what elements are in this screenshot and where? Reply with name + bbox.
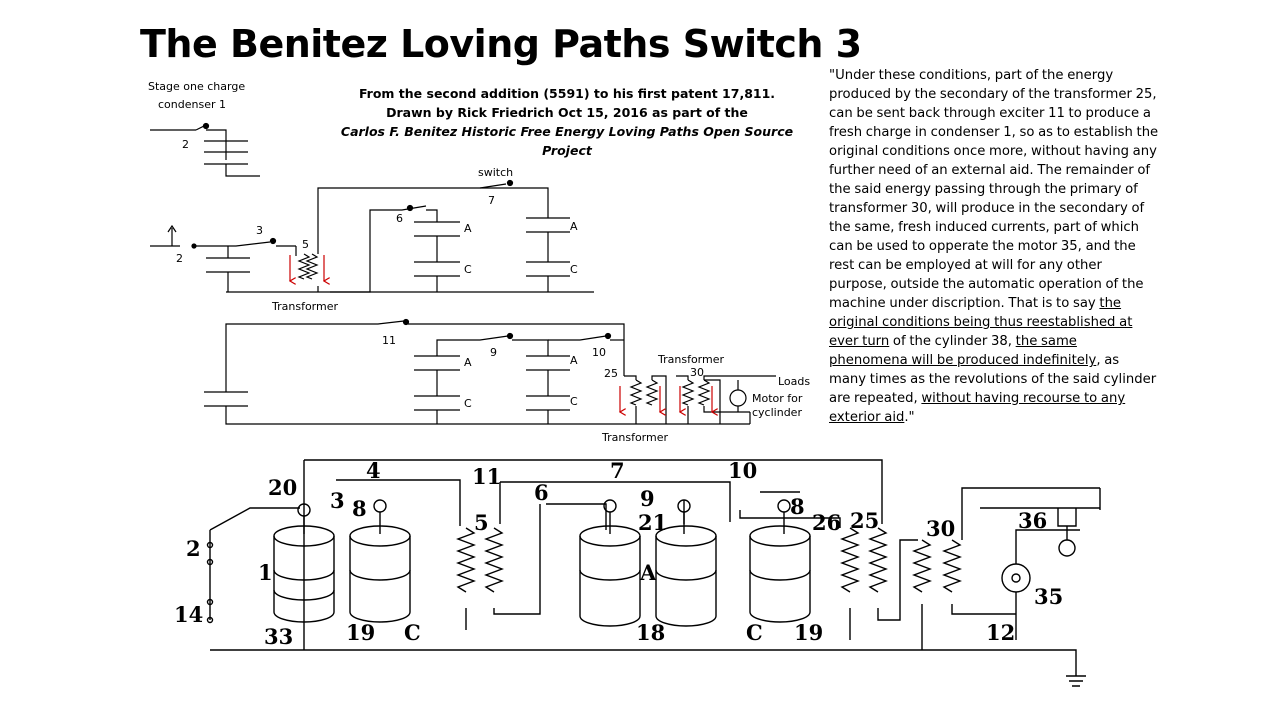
patent-num-35: 35: [1034, 584, 1063, 609]
page-title: The Benitez Loving Paths Switch 3: [140, 22, 862, 66]
patent-num-19-left: 19: [346, 620, 375, 645]
patent-num-8-left: 8: [352, 496, 367, 521]
motor-label-1: Motor for: [752, 392, 803, 405]
patent-num-25: 25: [850, 508, 879, 533]
num-6: 6: [396, 212, 403, 225]
quote-underline-1: the original conditions being thus reest…: [829, 296, 1133, 349]
cap-A-1: A: [464, 222, 472, 235]
patent-num-12: 12: [986, 620, 1015, 645]
num-2-pushbutton: 2: [176, 252, 183, 265]
quote-text-3: , as many times as the revolutions of th…: [829, 353, 1157, 406]
patent-labels: 20 2 14 1 33 3 4 8 19 C 11 5 6 7 9 21 A …: [174, 458, 1063, 649]
stage-one-schematic: [150, 122, 260, 177]
stage-label-1: Stage one charge: [148, 80, 245, 93]
patent-num-8-right: 8: [790, 494, 805, 519]
cap-A-4: A: [570, 354, 578, 367]
patent-num-1: 1: [258, 560, 273, 585]
quote-underline-2: the same phenomena will be produced inde…: [829, 334, 1097, 368]
patent-drawing: [206, 459, 1101, 687]
patent-num-7: 7: [610, 458, 625, 483]
credit-line-1: From the second addition (5591) to his f…: [358, 86, 776, 101]
num-11: 11: [382, 334, 396, 347]
num-10: 10: [592, 346, 606, 359]
patent-num-11: 11: [472, 464, 501, 489]
num-7: 7: [488, 194, 495, 207]
cap-C-2: C: [570, 263, 578, 276]
stage-three-arrows: [620, 386, 712, 412]
cap-C-4: C: [570, 395, 578, 408]
patent-num-A: A: [639, 560, 657, 585]
stage-two-schematic: [150, 179, 594, 293]
patent-num-14: 14: [174, 602, 203, 627]
quote-text-1: "Under these conditions, part of the ene…: [829, 68, 1159, 311]
num-30: 30: [690, 366, 704, 379]
patent-num-10: 10: [728, 458, 757, 483]
cap-A-3: A: [464, 356, 472, 369]
transformer-label-3: Transformer: [601, 431, 668, 444]
credit-line-3: Carlos F. Benitez Historic Free Energy L…: [340, 124, 794, 158]
patent-num-21: 21: [638, 510, 667, 535]
quote-text-4: .": [904, 410, 915, 425]
quote-underline-3: without having recourse to any exterior …: [829, 391, 1126, 425]
stage-three-schematic: [204, 318, 776, 425]
loads-label: Loads: [778, 375, 810, 388]
num-2-top: 2: [182, 138, 189, 151]
patent-num-36: 36: [1018, 508, 1047, 533]
patent-num-6: 6: [534, 480, 549, 505]
num-9: 9: [490, 346, 497, 359]
credit-block: From the second addition (5591) to his f…: [322, 84, 812, 160]
patent-quote: "Under these conditions, part of the ene…: [829, 66, 1159, 427]
patent-num-26: 26: [812, 510, 841, 535]
transformer-label-1: Transformer: [271, 300, 338, 313]
transformer-label-2: Transformer: [657, 353, 724, 366]
patent-num-18: 18: [636, 620, 665, 645]
patent-num-5: 5: [474, 510, 489, 535]
patent-num-33: 33: [264, 624, 293, 649]
num-25: 25: [604, 367, 618, 380]
switch-word: switch: [478, 166, 513, 179]
patent-num-9: 9: [640, 486, 655, 511]
num-3: 3: [256, 224, 263, 237]
patent-num-C-right: C: [746, 620, 763, 645]
patent-num-30: 30: [926, 516, 955, 541]
patent-num-C-left: C: [404, 620, 421, 645]
num-5: 5: [302, 238, 309, 251]
patent-num-3: 3: [330, 488, 345, 513]
patent-num-2: 2: [186, 536, 201, 561]
cap-C-3: C: [464, 397, 472, 410]
quote-text-2: of the cylinder 38,: [889, 334, 1016, 349]
credit-line-2: Drawn by Rick Friedrich Oct 15, 2016 as …: [386, 105, 748, 120]
cap-C-1: C: [464, 263, 472, 276]
patent-num-4: 4: [366, 458, 381, 483]
motor-label-2: cyclinder: [752, 406, 802, 419]
patent-num-19-right: 19: [794, 620, 823, 645]
stage-two-arrows: [290, 255, 324, 281]
cap-A-2: A: [570, 220, 578, 233]
stage-label-2: condenser 1: [158, 98, 226, 111]
patent-num-20: 20: [268, 475, 297, 500]
